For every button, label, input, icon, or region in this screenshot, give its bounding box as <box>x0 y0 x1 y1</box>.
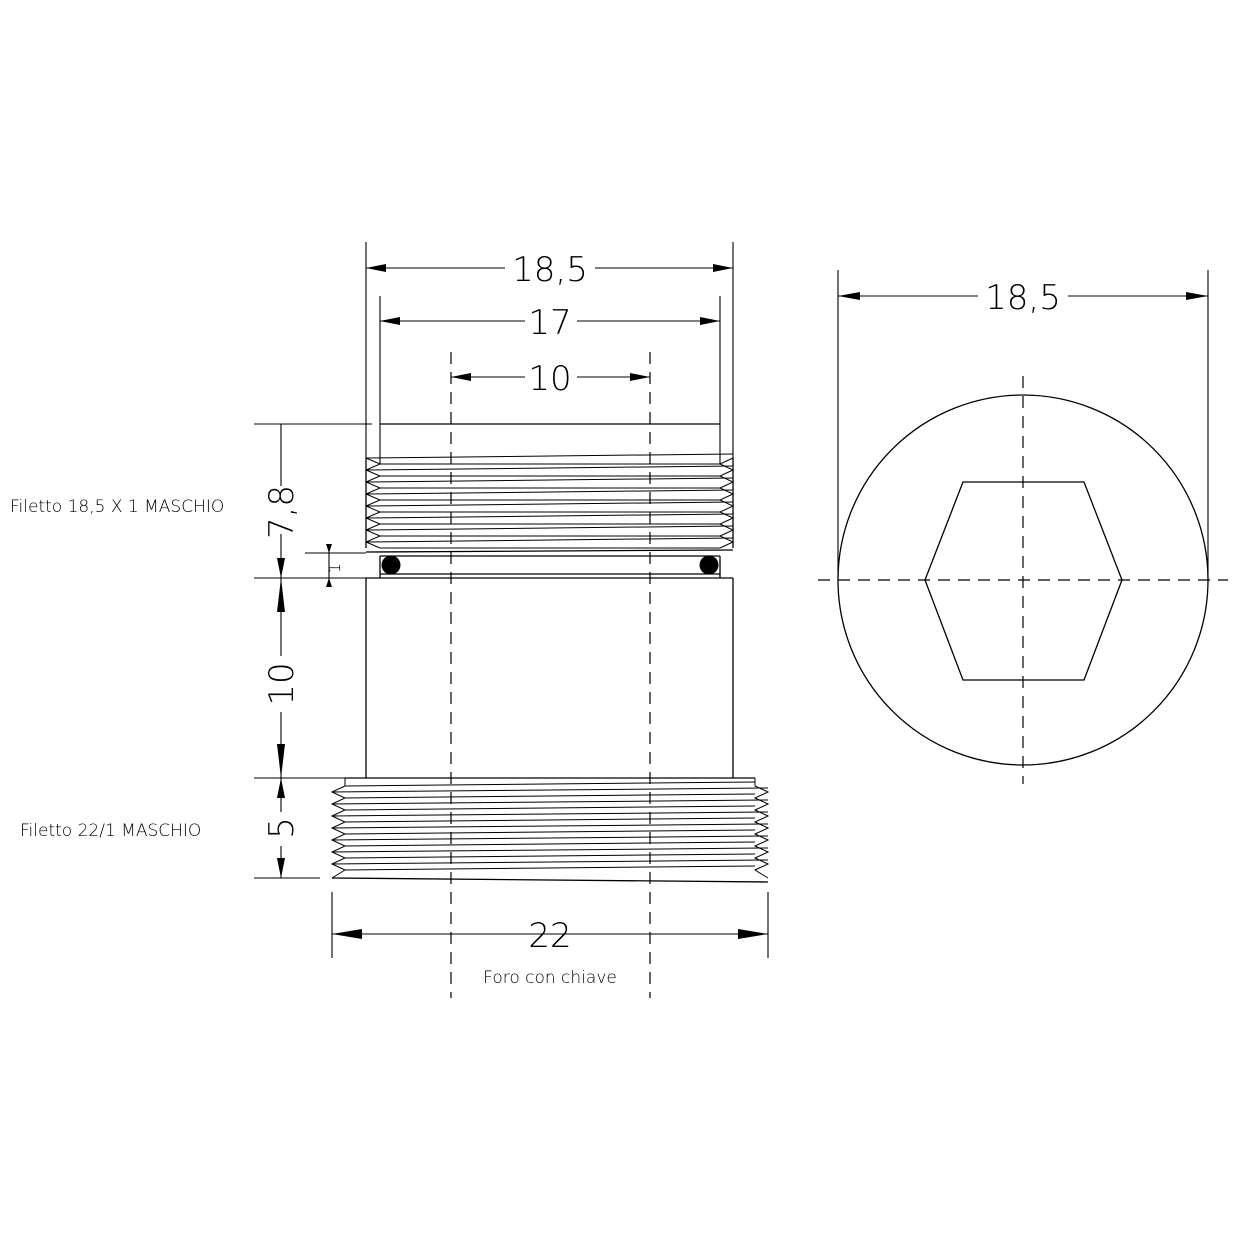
dim-groove-diameter: 17 <box>380 303 720 343</box>
oring-left <box>381 555 401 575</box>
hex-body <box>345 578 755 779</box>
dim-text-bottom-thread-diameter: 22 <box>528 916 571 956</box>
extension-lines <box>254 242 769 958</box>
dim-body-height: 10 <box>262 578 302 778</box>
dim-text-end-view-diameter: 18,5 <box>985 278 1061 318</box>
dim-outer-diameter: 18,5 <box>366 250 733 290</box>
dim-bottom-thread-diameter: 22 <box>332 916 768 956</box>
dim-bottom-thread-height: 5 <box>262 778 302 878</box>
dim-text-outer-diameter: 18,5 <box>512 250 588 290</box>
dim-text-oring-offset: 1 <box>325 563 344 573</box>
end-view: 18,5 <box>818 270 1228 784</box>
note-top-thread: Filetto 18,5 X 1 MASCHIO <box>10 497 224 517</box>
dim-text-bottom-thread-height: 5 <box>262 817 302 839</box>
side-view: 18,5 17 10 7,8 <box>10 242 770 998</box>
dim-text-key-hole: 10 <box>528 359 571 399</box>
oring-groove <box>366 555 733 579</box>
note-key-hole: Foro con chiave <box>483 968 617 988</box>
dim-key-hole: 10 <box>451 359 650 399</box>
oring-right <box>699 555 719 575</box>
dim-text-top-thread-height: 7,8 <box>262 485 302 539</box>
top-thread <box>364 423 735 557</box>
dim-text-body-height: 10 <box>262 662 302 705</box>
dim-end-view-diameter: 18,5 <box>838 278 1208 318</box>
dim-oring-offset: 1 <box>325 544 344 587</box>
dim-text-groove-diameter: 17 <box>528 303 571 343</box>
bottom-thread <box>330 778 770 883</box>
note-bottom-thread: Filetto 22/1 MASCHIO <box>20 821 201 841</box>
dim-top-thread-height: 7,8 <box>262 424 302 578</box>
